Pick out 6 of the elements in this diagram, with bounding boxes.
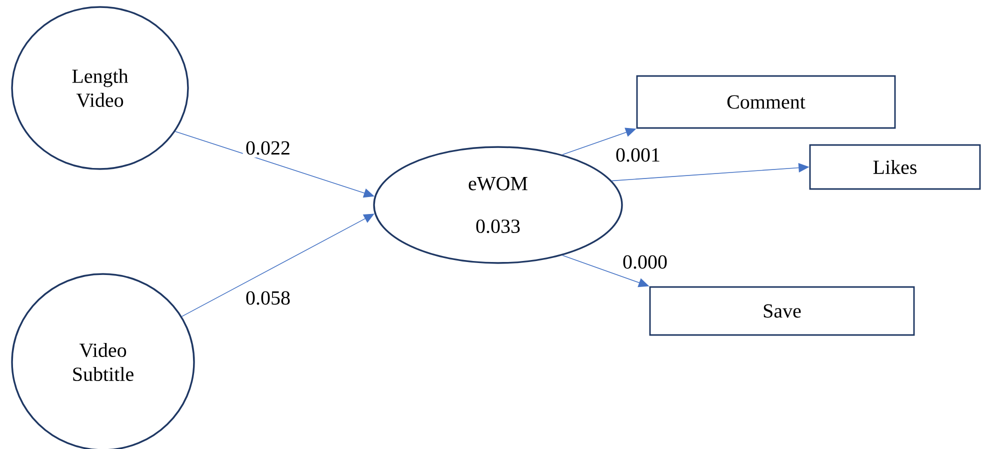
indicator-box: Likes [809,144,981,190]
edge-label: 0.058 [242,288,294,308]
arrow [181,214,374,317]
edge-label: 0.022 [242,138,294,158]
indicator-box: Comment [636,75,896,129]
indicator-box: Save [649,286,915,336]
